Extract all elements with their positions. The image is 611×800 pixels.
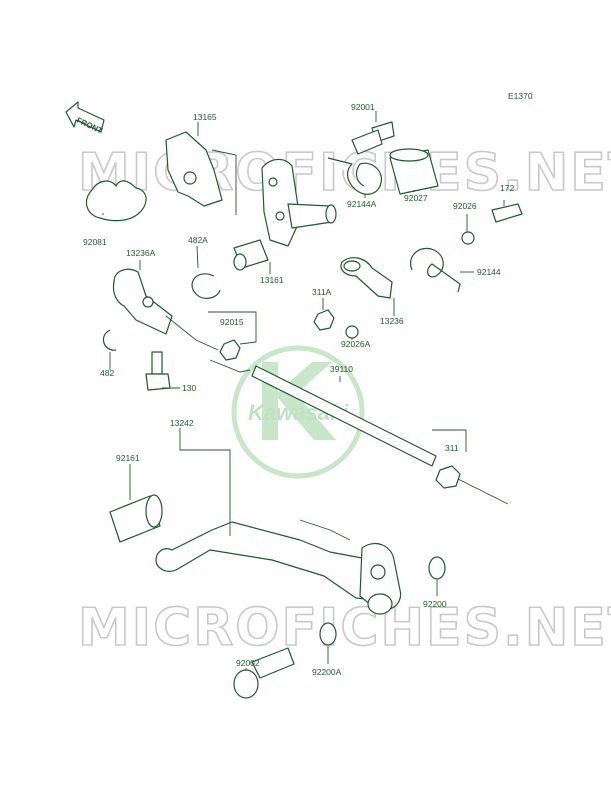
label-92200: 92200: [423, 599, 447, 609]
washer-92026: [461, 231, 475, 245]
label-92200A: 92200A: [312, 667, 342, 677]
lever-13236A: [112, 268, 219, 351]
label-13165: 13165: [193, 112, 217, 122]
washer-92026A: [345, 325, 359, 339]
label-311A: 311A: [312, 287, 332, 297]
nut-311: [435, 465, 461, 489]
site-watermark-bottom: MICROFICHES.NET: [78, 598, 611, 658]
nut-311A: [313, 309, 335, 331]
label-92081: 92081: [83, 237, 107, 247]
label-92002: 92002: [236, 658, 260, 668]
spring-92144: [410, 247, 461, 293]
label-13236: 13236: [380, 316, 404, 326]
label-311: 311: [445, 443, 459, 453]
washer-92200: [428, 556, 446, 580]
bolt-92001: [351, 121, 395, 155]
spring-92144A: [327, 157, 382, 195]
rubber-92161: [109, 494, 163, 543]
lever-13236: [340, 257, 393, 299]
label-482A: 482A: [188, 235, 208, 245]
e-clip-482: [102, 329, 117, 351]
bolt-130: [145, 351, 171, 391]
label-13242: 13242: [170, 418, 194, 428]
plate-13165: [165, 131, 223, 207]
front-arrow-icon: FRONT: [65, 101, 105, 136]
label-13161: 13161: [260, 275, 284, 285]
rod-39110: [209, 359, 509, 505]
nut-92015: [219, 339, 241, 361]
stud-172: [491, 203, 523, 223]
washer-92200A: [319, 622, 337, 646]
label-172: 172: [500, 183, 514, 193]
label-39110: 39110: [330, 364, 353, 374]
label-92144: 92144: [477, 267, 501, 277]
e-clip-482A: [191, 273, 221, 299]
label-92015: 92015: [220, 317, 244, 327]
label-92144A: 92144A: [347, 199, 377, 209]
leader-lines: [102, 111, 505, 670]
label-92161: 92161: [116, 453, 140, 463]
label-13236A: 13236A: [126, 248, 156, 258]
site-watermark-top: MICROFICHES.NET: [78, 143, 611, 203]
label-130: 130: [182, 383, 196, 393]
label-92026A: 92026A: [341, 339, 371, 349]
collar-92027: [389, 148, 439, 195]
bolt-92002: [233, 647, 295, 699]
label-92001: 92001: [351, 102, 375, 112]
label-92027: 92027: [404, 193, 428, 203]
label-92026: 92026: [453, 201, 477, 211]
circlip-92081: [85, 180, 147, 222]
pedal-13242: [155, 519, 402, 615]
shift-shaft-13161: [233, 158, 337, 271]
diagram-code: E1370: [508, 91, 533, 101]
label-482: 482: [100, 368, 114, 378]
